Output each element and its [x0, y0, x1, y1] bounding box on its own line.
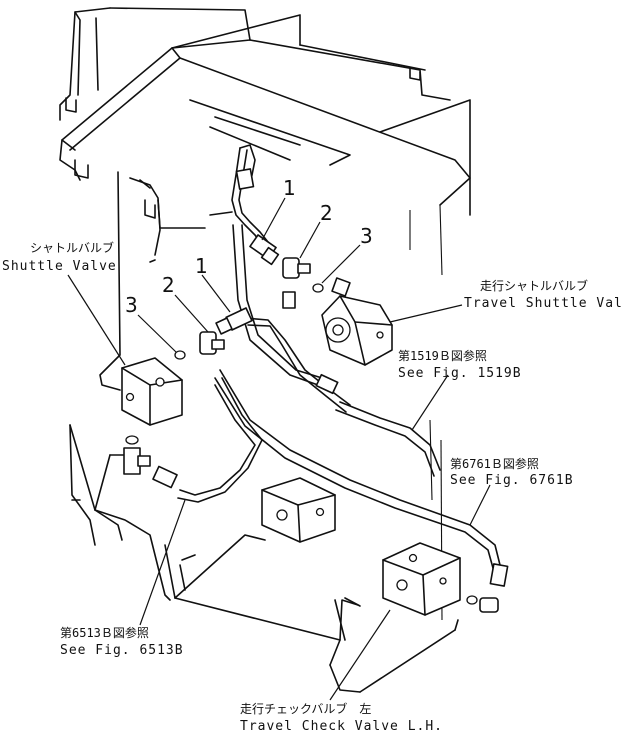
ref-1519b-label-jp: 第1519Ｂ図参照: [398, 348, 487, 363]
leader-upper-1: [261, 197, 286, 241]
item-number-3-upper: 3: [360, 224, 373, 248]
leader-check-valve: [329, 609, 391, 701]
fitting-top-hose: [235, 168, 255, 190]
shuttle-valve-label-jp: シャトルバルブ: [30, 240, 114, 255]
travel-check-valve-label-jp: 走行チェックバルブ 左: [240, 701, 371, 716]
shuttle-valve-label-en: Shuttle Valve: [2, 259, 117, 274]
item-number-2-upper: 2: [320, 201, 333, 225]
fitting-check-valve-hose-end: [489, 563, 509, 587]
center-block-body: [261, 477, 336, 543]
travel-shuttle-valve-label-jp: 走行シャトルバルブ: [480, 278, 588, 293]
item-number-3-left: 3: [125, 293, 138, 317]
leader-left-3: [137, 314, 177, 353]
fitting-lower-left-hose: [152, 465, 178, 489]
leader-upper-3: [321, 244, 361, 284]
fitting-1-left: [215, 307, 253, 335]
item-number-1-left: 1: [195, 254, 208, 278]
oring-3-upper: [312, 283, 324, 293]
leader-shuttle-valve: [67, 274, 126, 366]
fittings: [123, 168, 509, 613]
ref-6513b-label-en: See Fig. 6513B: [60, 643, 184, 658]
leader-left-2: [174, 294, 209, 333]
hose-lines: [177, 144, 501, 569]
fitting-1-upper: [249, 234, 280, 266]
item-numbers: 1 2 3 1 2 3: [125, 176, 373, 317]
ref-6761b-label-jp: 第6761Ｂ図参照: [450, 456, 539, 471]
leader-6513b: [139, 499, 186, 626]
leader-travel-shuttle-valve: [389, 304, 463, 323]
callout-labels: シャトルバルブ Shuttle Valve 走行シャトルバルブ Travel S…: [2, 240, 623, 734]
elbow-check-valve: [466, 595, 499, 613]
leader-1519b: [411, 374, 449, 431]
travel-check-valve-body: [382, 542, 461, 616]
fitting-2-upper: [282, 257, 311, 279]
leader-left-1: [201, 274, 231, 313]
leader-upper-2: [299, 221, 321, 259]
travel-shuttle-valve-label-en: Travel Shuttle Valve: [464, 296, 623, 311]
ref-6513b-label-jp: 第6513Ｂ図参照: [60, 625, 149, 640]
shuttle-valve-body: [121, 357, 183, 426]
item-number-2-left: 2: [162, 273, 175, 297]
travel-check-valve-label-en: Travel Check Valve L.H.: [240, 719, 443, 734]
leader-6761b: [469, 484, 491, 526]
fitting-nut-center: [282, 291, 296, 309]
leader-lines: [67, 197, 491, 701]
tee-under-shuttle-valve: [123, 435, 151, 475]
fitting-1519b: [315, 373, 339, 395]
fitting-2-left: [199, 331, 225, 355]
ref-6761b-label-en: See Fig. 6761B: [450, 473, 574, 488]
item-number-1-upper: 1: [283, 176, 296, 200]
oring-3-left: [174, 350, 186, 360]
frame-structure: [59, 7, 471, 693]
travel-shuttle-valve-body: [321, 295, 393, 366]
fitting-travel-shuttle-port: [331, 277, 351, 297]
ref-1519b-label-en: See Fig. 1519B: [398, 366, 522, 381]
valve-bodies: [121, 295, 461, 616]
